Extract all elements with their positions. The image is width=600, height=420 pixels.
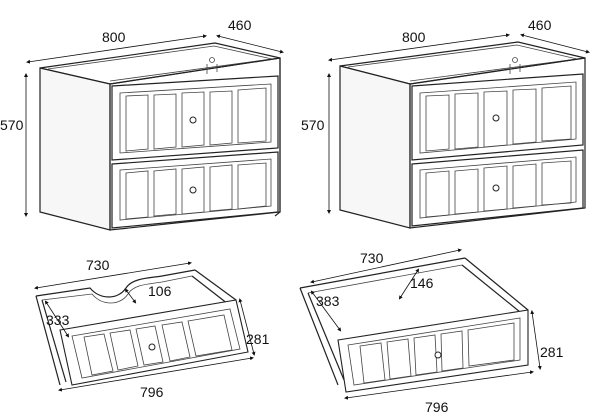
drawer-right-depth-label: 383 [316, 293, 340, 309]
cabinet-left-depth-label: 460 [228, 17, 252, 33]
drawer-left-cutout-label: 106 [148, 283, 172, 299]
drawer-right-left-side [299, 287, 339, 386]
cabinet-left-drawer-top-knob-icon [189, 116, 197, 124]
cabinet-right-depth-dimension [520, 33, 590, 54]
drawer-left-height-label: 281 [246, 331, 270, 347]
cabinet-left-drawer-bottom-slats [125, 162, 267, 220]
cabinet-right-drawer-bottom-front [411, 149, 584, 227]
cabinet-left-drawer-bottom-inset [119, 158, 272, 221]
drawer-left-right-side-inner [191, 275, 229, 305]
cabinet-right-drawer-bottom-slats [425, 160, 572, 218]
cabinet-left-drawer-bottom-knob-icon [189, 186, 197, 194]
cabinet-right-siphon-cut [509, 64, 521, 74]
drawer-right-cutout-label: 146 [410, 275, 434, 291]
drawer-left-cutout-dimension [124, 288, 137, 304]
cabinet-left-siphon-cut [206, 64, 218, 74]
drawer-right-knob-icon [434, 351, 442, 359]
drawer-left [34, 261, 256, 392]
cabinet-left-front [109, 57, 281, 231]
cabinet-left-drawer-top-slats [125, 87, 267, 152]
cabinet-left-drawer-top-inset [119, 83, 272, 154]
drawer-left-right-side [194, 269, 237, 301]
drawer-right-back-wall-inner [307, 264, 463, 294]
drawer-right-front [337, 309, 529, 393]
cabinet-left-drain-hole [209, 57, 215, 63]
drawer-right-height-label: 281 [540, 344, 564, 360]
drawer-left-front-label: 796 [140, 384, 164, 400]
cabinet-right-drawer-bottom-knob-icon [492, 184, 500, 192]
cabinet-left-width-dimension [26, 34, 207, 64]
cabinet-right-side [339, 65, 411, 229]
cabinet-right-width-dimension [328, 33, 510, 62]
drawer-right [299, 248, 542, 400]
drawer-right-width-label: 730 [360, 250, 384, 266]
cabinet-left [24, 34, 284, 231]
drawer-left-front [59, 299, 249, 386]
cabinet-left-height-label: 570 [0, 117, 24, 133]
cabinet-right-drawer-bottom-inset [419, 156, 577, 219]
drawer-right-right-side-inner [461, 264, 521, 313]
drawer-right-front-dimension [344, 370, 534, 400]
cabinet-right-height-label: 570 [301, 117, 325, 133]
cabinet-right-front [409, 57, 586, 229]
cabinet-right-depth-label: 460 [528, 17, 552, 33]
drawer-left-knob-icon [148, 343, 156, 351]
drawer-left-height-dimension [238, 298, 256, 356]
drawer-left-depth-dimension [44, 300, 70, 338]
drawer-left-left-side [35, 295, 61, 386]
cabinet-right-drawer-top-front [411, 73, 584, 161]
drawer-left-front-dimension [58, 356, 254, 392]
drawer-right-cutout-dimension [398, 268, 420, 300]
drawer-left-width-label: 730 [86, 257, 110, 273]
drawer-right-front-label: 796 [425, 399, 449, 415]
cabinet-right-drawer-top-inset [419, 81, 577, 154]
drawer-left-width-dimension [34, 261, 192, 290]
cabinet-right-drawer-top-knob-icon [492, 114, 500, 122]
cabinet-left-drawer-top-front [111, 75, 279, 161]
cabinet-left-depth-dimension [216, 34, 284, 54]
drawer-right-right-side [464, 257, 529, 311]
cabinet-left-drawer-bottom-front [111, 151, 279, 229]
cabinet-right-drain-hole [512, 57, 518, 63]
cabinet-left-side [39, 67, 111, 231]
cabinet-left-width-label: 800 [102, 29, 126, 45]
drawer-left-depth-label: 333 [46, 312, 70, 328]
cabinet-right-width-label: 800 [402, 29, 426, 45]
cabinet-right-drawer-top-slats [425, 85, 572, 152]
drawer-right-depth-dimension [310, 290, 342, 332]
drawer-right-width-dimension [310, 248, 462, 284]
drawer-right-height-dimension [530, 310, 542, 370]
cabinet-right [327, 33, 590, 229]
